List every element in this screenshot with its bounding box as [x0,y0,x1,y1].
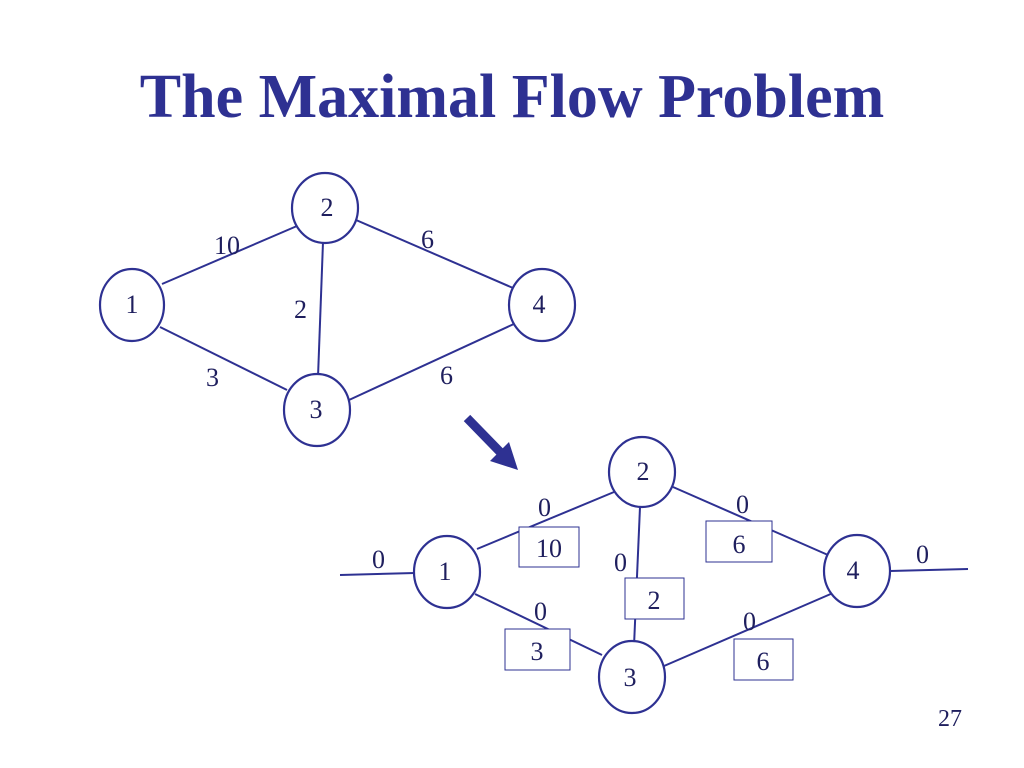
flow-network: 0 0 0 0 0 0 0 10 3 2 6 6 1 [339,435,969,715]
edge-1-3 [159,326,288,391]
capacity-label-2-4: 6 [421,225,434,254]
node-label-4: 4 [533,290,546,319]
flow-edge-2-3 [633,506,641,647]
flow-label-1-2: 0 [538,493,551,522]
capacity-value-1-3: 3 [531,637,544,666]
flow-node-1: 1 [412,534,482,610]
capacity-label-1-3: 3 [206,363,219,392]
capacity-box-2-3: 2 [624,577,685,620]
flow-node-2: 2 [607,435,677,509]
flow-edge-3-4 [663,592,834,667]
edge-1-2 [161,225,298,285]
flow-node-label-4: 4 [847,556,860,585]
capacity-value-2-3: 2 [648,586,661,615]
sink-edge [889,568,969,572]
flow-edge-1-3 [474,593,603,656]
source-edge [339,572,416,576]
flow-node-3: 3 [597,639,667,715]
flow-node-label-2: 2 [637,457,650,486]
capacity-box-1-3: 3 [504,628,571,671]
flow-label-2-4: 0 [736,490,749,519]
flow-node-4: 4 [822,533,892,609]
node-4: 4 [507,267,577,343]
capacity-label-2-3: 2 [294,295,307,324]
capacity-value-2-4: 6 [733,530,746,559]
edge-3-4 [348,322,517,401]
flow-label-2-3: 0 [614,548,627,577]
slide-title: The Maximal Flow Problem [139,63,885,131]
capacity-value-3-4: 6 [757,647,770,676]
capacity-box-2-4: 6 [705,520,773,563]
arrow-down-right-icon [463,414,518,470]
node-label-3: 3 [310,395,323,424]
node-label-2: 2 [321,193,334,222]
flow-label-3-4: 0 [743,607,756,636]
sink-flow-label: 0 [916,540,929,569]
node-1: 1 [98,267,166,343]
original-network: 10 3 2 6 6 1 2 3 4 [98,171,577,448]
node-label-1: 1 [126,290,139,319]
capacity-label-3-4: 6 [440,361,453,390]
edge-2-3 [317,241,324,378]
capacity-label-1-2: 10 [214,231,240,260]
edge-2-4 [355,219,514,289]
flow-edge-1-2 [476,491,615,550]
flow-label-1-3: 0 [534,597,547,626]
page-number: 27 [938,706,962,732]
source-flow-label: 0 [372,545,385,574]
capacity-box-3-4: 6 [733,638,794,681]
node-2: 2 [290,171,360,245]
capacity-value-1-2: 10 [536,534,562,563]
node-3: 3 [282,372,352,448]
capacity-box-1-2: 10 [518,526,580,568]
flow-node-label-1: 1 [439,557,452,586]
flow-node-label-3: 3 [624,663,637,692]
